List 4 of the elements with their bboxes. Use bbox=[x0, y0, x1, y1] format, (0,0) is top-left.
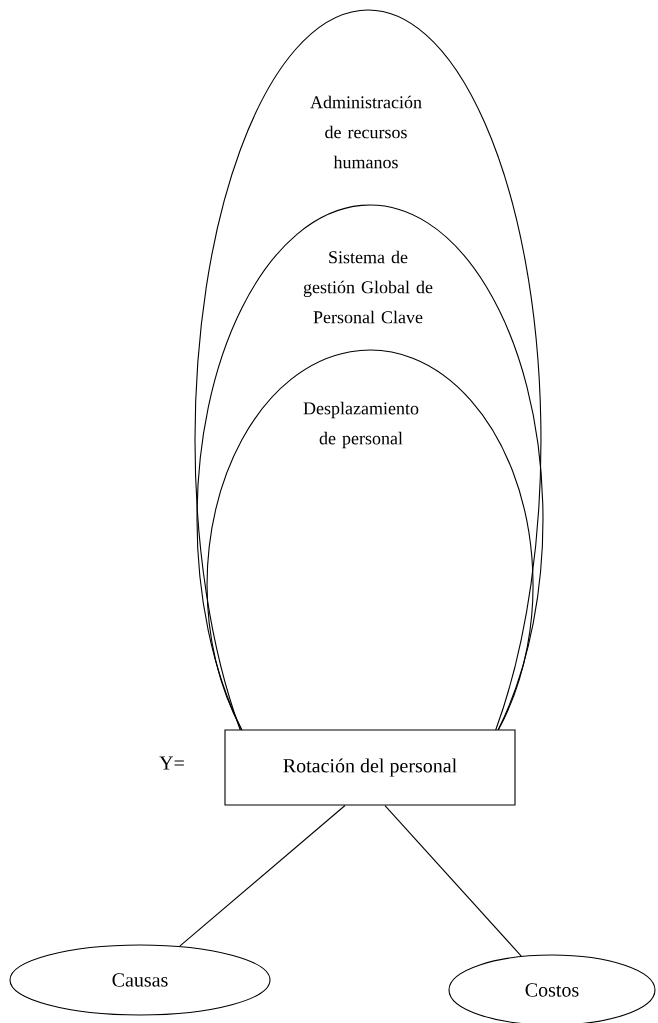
process-box: Rotación del personal bbox=[224, 729, 516, 806]
connector-line bbox=[179, 805, 346, 947]
connector-line bbox=[384, 805, 522, 957]
label: Y= bbox=[159, 756, 184, 770]
